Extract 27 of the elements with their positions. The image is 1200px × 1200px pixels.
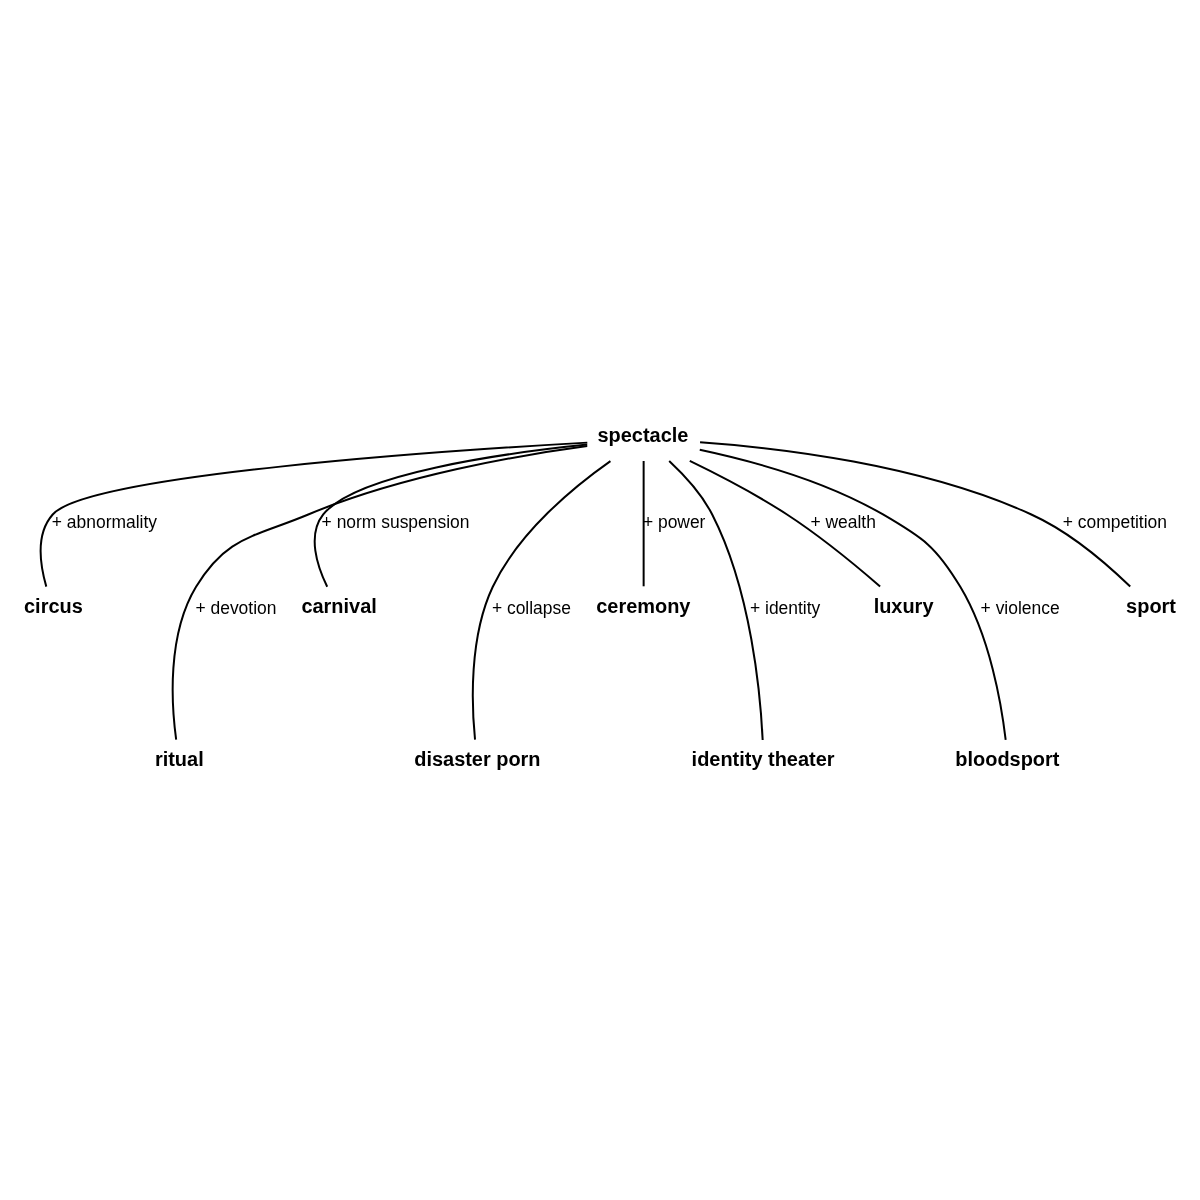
node-text: sport — [1126, 594, 1176, 617]
edge-label: + wealth — [810, 511, 876, 532]
edge-label: + abnormality — [51, 511, 158, 532]
connector — [471, 459, 612, 741]
connector — [642, 459, 645, 587]
node-text: ceremony — [596, 594, 691, 617]
edge-label: + identity — [750, 597, 821, 618]
node-text: bloodsport — [955, 747, 1060, 770]
node-text: spectacle — [597, 423, 689, 446]
node-text: circus — [24, 594, 83, 617]
edge-label: + norm suspension — [321, 511, 470, 532]
node-text: disaster porn — [414, 747, 541, 770]
edge-label: + competition — [1062, 511, 1167, 532]
connector — [688, 459, 882, 587]
connector — [39, 441, 589, 588]
connector — [698, 448, 1007, 741]
edge-label: + violence — [980, 597, 1060, 618]
node-text: ritual — [154, 747, 204, 770]
connector — [668, 459, 764, 741]
connector — [699, 440, 1132, 588]
connector — [171, 444, 589, 741]
node-text: carnival — [301, 594, 377, 617]
node-text: identity theater — [691, 747, 835, 770]
edge-label: + collapse — [491, 597, 571, 618]
connector — [313, 443, 589, 588]
node-text: luxury — [873, 594, 934, 617]
edge-label: + devotion — [195, 597, 277, 618]
